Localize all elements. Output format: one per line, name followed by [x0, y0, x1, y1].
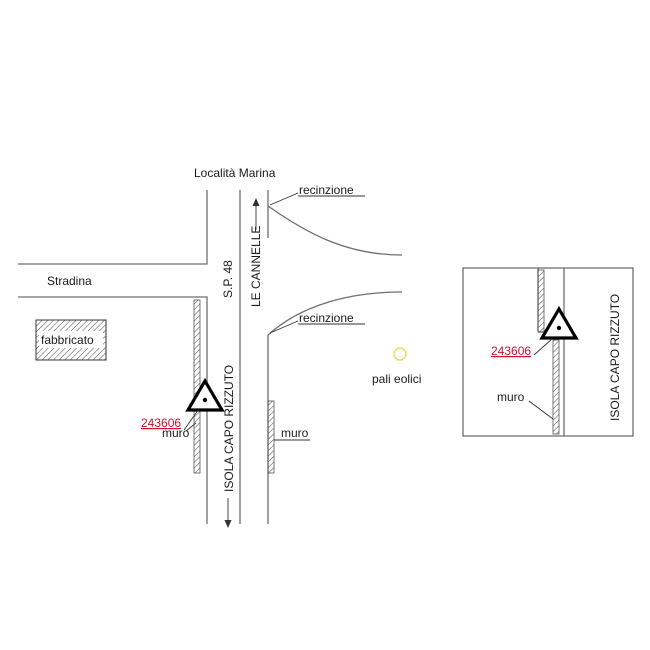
marker-leader-line [183, 408, 200, 431]
inset-triangle-marker-icon [539, 305, 579, 340]
building-label-bg [39, 331, 103, 348]
inset-wall-label: muro [497, 390, 525, 404]
arrow-icon [224, 498, 232, 528]
inset-wall-top-hatched [537, 269, 545, 333]
road-north-label: LE CANNELLE [249, 226, 263, 307]
fence-top-label: recinzione [299, 183, 354, 197]
wall-right-label: muro [281, 426, 309, 440]
side-road-label: Stradina [47, 274, 92, 288]
inset-wall-leader-line [528, 400, 554, 420]
inset-road-label: ISOLA CAPO RIZZUTO [608, 294, 622, 421]
wind-turbines-label: pali eolici [372, 372, 421, 386]
fence-bottom-label: recinzione [299, 311, 354, 325]
road-number-label: S.P. 48 [221, 260, 235, 298]
marker-id-label: 243606 [141, 416, 181, 430]
main-map: Località Marina Stradina fabbricato reci… [18, 166, 421, 528]
side-road [18, 190, 208, 524]
wind-turbine-circle-icon [393, 347, 407, 361]
wall-left-hatched [193, 299, 201, 474]
triangle-marker-icon [185, 377, 225, 412]
wall-left-label: muro [162, 426, 190, 440]
wall-left-leader-line [185, 422, 197, 432]
wall-right-hatched [267, 400, 275, 474]
inset-marker-id-label: 243606 [491, 344, 531, 358]
arrow-icon [252, 198, 260, 230]
building-label: fabbricato [41, 333, 94, 347]
inset-marker-leader-line [533, 338, 553, 356]
road-south-label: ISOLA CAPO RIZZUTO [222, 365, 236, 492]
locality-label: Località Marina [194, 166, 276, 180]
inset-wall-bottom-hatched [552, 339, 560, 435]
inset-frame [462, 267, 634, 437]
inset-detail: 243606 muro ISOLA CAPO RIZZUTO [462, 267, 634, 437]
fence-lines [267, 192, 403, 336]
